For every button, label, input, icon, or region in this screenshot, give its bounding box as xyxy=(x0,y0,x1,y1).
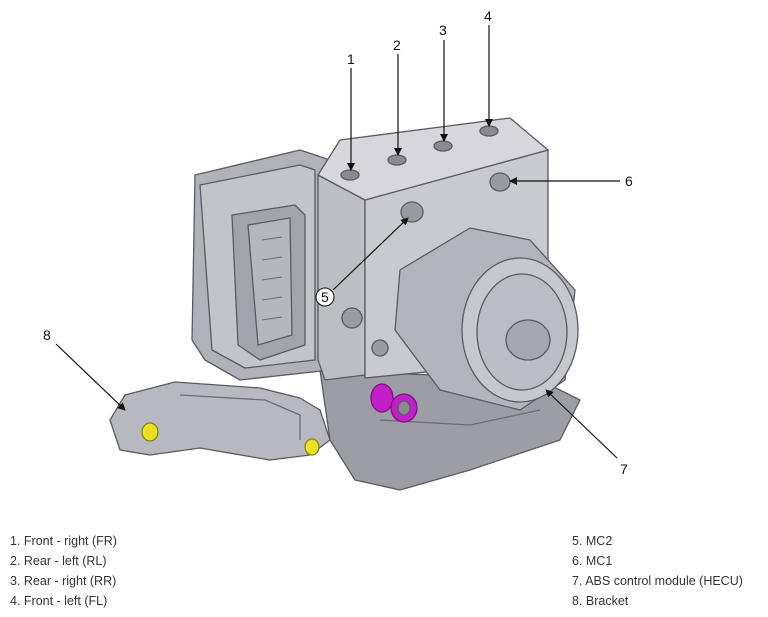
abs-unit-illustration xyxy=(109,117,581,491)
legend-item-8: 8. Bracket xyxy=(572,594,629,608)
port-rl xyxy=(387,154,407,166)
callout-5-badge: 5 xyxy=(315,287,335,307)
legend-item-7: 7. ABS control module (HECU) xyxy=(572,574,743,588)
legend-item-6: 6. MC1 xyxy=(572,554,613,568)
legend-item-4: 4. Front - left (FL) xyxy=(10,594,108,608)
legend-right-column: 5. MC2 6. MC1 7. ABS control module (HEC… xyxy=(572,531,743,611)
callout-6: 6 xyxy=(625,173,633,189)
leader-7 xyxy=(545,389,618,459)
magenta-fitting-left xyxy=(370,383,394,413)
bracket-shape xyxy=(109,381,331,461)
callout-4: 4 xyxy=(484,8,492,24)
yellow-bolt-right xyxy=(304,438,320,456)
legend-item-3: 3. Rear - right (RR) xyxy=(10,574,117,588)
hydraulic-block-side xyxy=(317,174,366,381)
abs-unit-diagram: 1 2 3 4 5 6 7 8 xyxy=(43,8,633,491)
callout-8: 8 xyxy=(43,327,51,343)
callout-7: 7 xyxy=(620,461,628,477)
port-mc1 xyxy=(489,172,511,192)
hydraulic-block-top xyxy=(317,117,549,201)
port-fr xyxy=(340,169,360,181)
callout-3: 3 xyxy=(439,22,447,38)
legend-item-5: 5. MC2 xyxy=(572,534,613,548)
callout-2: 2 xyxy=(393,37,401,53)
port-fl xyxy=(479,125,499,137)
leader-5 xyxy=(332,217,409,291)
port-rr xyxy=(433,140,453,152)
callout-5: 5 xyxy=(321,289,329,305)
yellow-bolt-left xyxy=(141,422,159,442)
callout-1: 1 xyxy=(347,51,355,67)
port-mc2 xyxy=(400,201,424,223)
legend-left-column: 1. Front - right (FR) 2. Rear - left (RL… xyxy=(10,531,117,611)
leader-8 xyxy=(55,343,126,411)
legend-item-2: 2. Rear - left (RL) xyxy=(10,554,107,568)
legend-item-1: 1. Front - right (FR) xyxy=(10,534,117,548)
